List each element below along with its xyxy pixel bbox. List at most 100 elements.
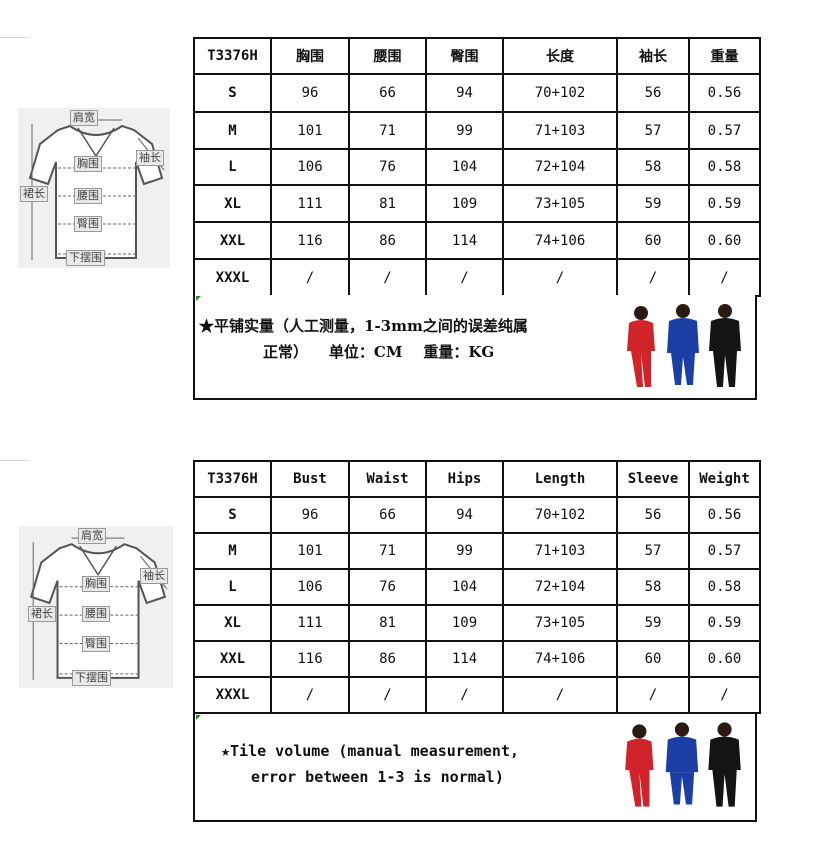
note-box-en: ★Tile volume (manual measurement, error … <box>193 714 757 822</box>
size-chart-cn: 肩宽 胸围 袖长 裙长 腰围 臀围 下摆围 T3376H 胸围 腰围 臀围 长度… <box>0 37 761 400</box>
table-cell: / <box>425 258 504 297</box>
label-hem: 下摆围 <box>72 670 111 686</box>
table-cell: 106 <box>270 148 350 186</box>
header-weight: 重量 <box>688 37 761 75</box>
table-cell: / <box>425 676 504 714</box>
table-cell: / <box>348 258 427 297</box>
table-cell: 60 <box>616 640 690 678</box>
note-line-2: 正常） 单位：CM 重量：KG <box>263 343 495 361</box>
size-cell: XXL <box>193 640 272 678</box>
label-bust: 胸围 <box>82 576 110 592</box>
table-cell: 70+102 <box>502 496 618 534</box>
models-photo-icon <box>617 301 755 393</box>
table-cell: / <box>616 258 690 297</box>
table-cell: 101 <box>270 532 350 570</box>
garment-diagram: 肩宽 胸围 袖长 裙长 腰围 臀围 下摆围 <box>18 108 170 268</box>
table-cell: 0.58 <box>688 148 761 186</box>
table-cell: 116 <box>270 221 350 260</box>
table-cell: 74+106 <box>502 221 618 260</box>
table-cell: 71 <box>348 532 427 570</box>
marker-icon <box>196 715 201 720</box>
table-cell: 81 <box>348 604 427 642</box>
size-cell: S <box>193 73 272 113</box>
table-cell: 56 <box>616 73 690 113</box>
table-row: XXXL / / / / / / <box>193 676 761 714</box>
size-cell: XXXL <box>193 258 272 297</box>
note-line-1: ★平铺实量（人工测量，1-3mm之间的误差纯属 <box>199 317 528 335</box>
table-cell: 73+105 <box>502 604 618 642</box>
table-cell: / <box>688 258 761 297</box>
table-cell: 57 <box>616 111 690 150</box>
size-cell: XL <box>193 604 272 642</box>
header-sleeve: 袖长 <box>616 37 690 75</box>
table-cell: 70+102 <box>502 73 618 113</box>
label-hem: 下摆围 <box>66 250 105 266</box>
table-cell: / <box>616 676 690 714</box>
table-cell: 59 <box>616 604 690 642</box>
header-bust: 胸围 <box>270 37 350 75</box>
table-row: M 101 71 99 71+103 57 0.57 <box>193 111 761 150</box>
table-cell: 94 <box>425 496 504 534</box>
table-cell: 0.57 <box>688 111 761 150</box>
header-hips: Hips <box>425 460 504 498</box>
header-waist: 腰围 <box>348 37 427 75</box>
table-cell: 0.60 <box>688 221 761 260</box>
label-waist: 腰围 <box>74 188 102 204</box>
table-cell: 81 <box>348 184 427 223</box>
table-cell: 109 <box>425 604 504 642</box>
size-table-cn: T3376H 胸围 腰围 臀围 长度 袖长 重量 S 96 66 94 70+1… <box>193 37 761 297</box>
table-cell: / <box>502 676 618 714</box>
table-cell: 74+106 <box>502 640 618 678</box>
table-cell: 76 <box>348 148 427 186</box>
table-cell: 94 <box>425 73 504 113</box>
table-cell: 104 <box>425 148 504 186</box>
table-cell: 86 <box>348 221 427 260</box>
table-cell: 71+103 <box>502 532 618 570</box>
table-cell: 71+103 <box>502 111 618 150</box>
label-shoulder: 肩宽 <box>70 110 98 126</box>
marker-icon <box>196 296 201 301</box>
table-cell: 96 <box>270 496 350 534</box>
table-cell: 0.59 <box>688 604 761 642</box>
table-cell: / <box>688 676 761 714</box>
table-row: L 106 76 104 72+104 58 0.58 <box>193 148 761 186</box>
label-waist: 腰围 <box>82 606 110 622</box>
label-shoulder: 肩宽 <box>78 528 106 544</box>
header-length: 长度 <box>502 37 618 75</box>
table-cell: 76 <box>348 568 427 606</box>
table-header-row: T3376H 胸围 腰围 臀围 长度 袖长 重量 <box>193 37 761 75</box>
table-cell: 116 <box>270 640 350 678</box>
label-sleeve: 袖长 <box>140 568 168 584</box>
table-cell: 96 <box>270 73 350 113</box>
table-row: XXXL / / / / / / <box>193 258 761 297</box>
table-cell: 111 <box>270 184 350 223</box>
table-cell: 72+104 <box>502 568 618 606</box>
table-cell: / <box>270 676 350 714</box>
size-cell: M <box>193 111 272 150</box>
size-cell: L <box>193 568 272 606</box>
header-waist: Waist <box>348 460 427 498</box>
table-cell: 56 <box>616 496 690 534</box>
table-row: M 101 71 99 71+103 57 0.57 <box>193 532 761 570</box>
table-cell: 59 <box>616 184 690 223</box>
table-cell: 66 <box>348 496 427 534</box>
label-hips: 臀围 <box>74 216 102 232</box>
table-cell: / <box>270 258 350 297</box>
size-chart-en: 肩宽 胸围 袖长 裙长 腰围 臀围 下摆围 T3376H Bust Waist … <box>0 432 832 864</box>
header-code: T3376H <box>193 37 272 75</box>
table-cell: 0.60 <box>688 640 761 678</box>
note-box-cn: ★平铺实量（人工测量，1-3mm之间的误差纯属 正常） 单位：CM 重量：KG <box>193 295 757 400</box>
header-length: Length <box>502 460 618 498</box>
table-cell: 71 <box>348 111 427 150</box>
size-table-en: T3376H Bust Waist Hips Length Sleeve Wei… <box>193 460 761 714</box>
table-cell: 111 <box>270 604 350 642</box>
table-row: XXL 116 86 114 74+106 60 0.60 <box>193 640 761 678</box>
header-code: T3376H <box>193 460 272 498</box>
size-cell: M <box>193 532 272 570</box>
table-cell: 66 <box>348 73 427 113</box>
size-cell: XXXL <box>193 676 272 714</box>
table-cell: 0.56 <box>688 496 761 534</box>
table-cell: 60 <box>616 221 690 260</box>
divider <box>0 460 30 461</box>
table-row: L 106 76 104 72+104 58 0.58 <box>193 568 761 606</box>
